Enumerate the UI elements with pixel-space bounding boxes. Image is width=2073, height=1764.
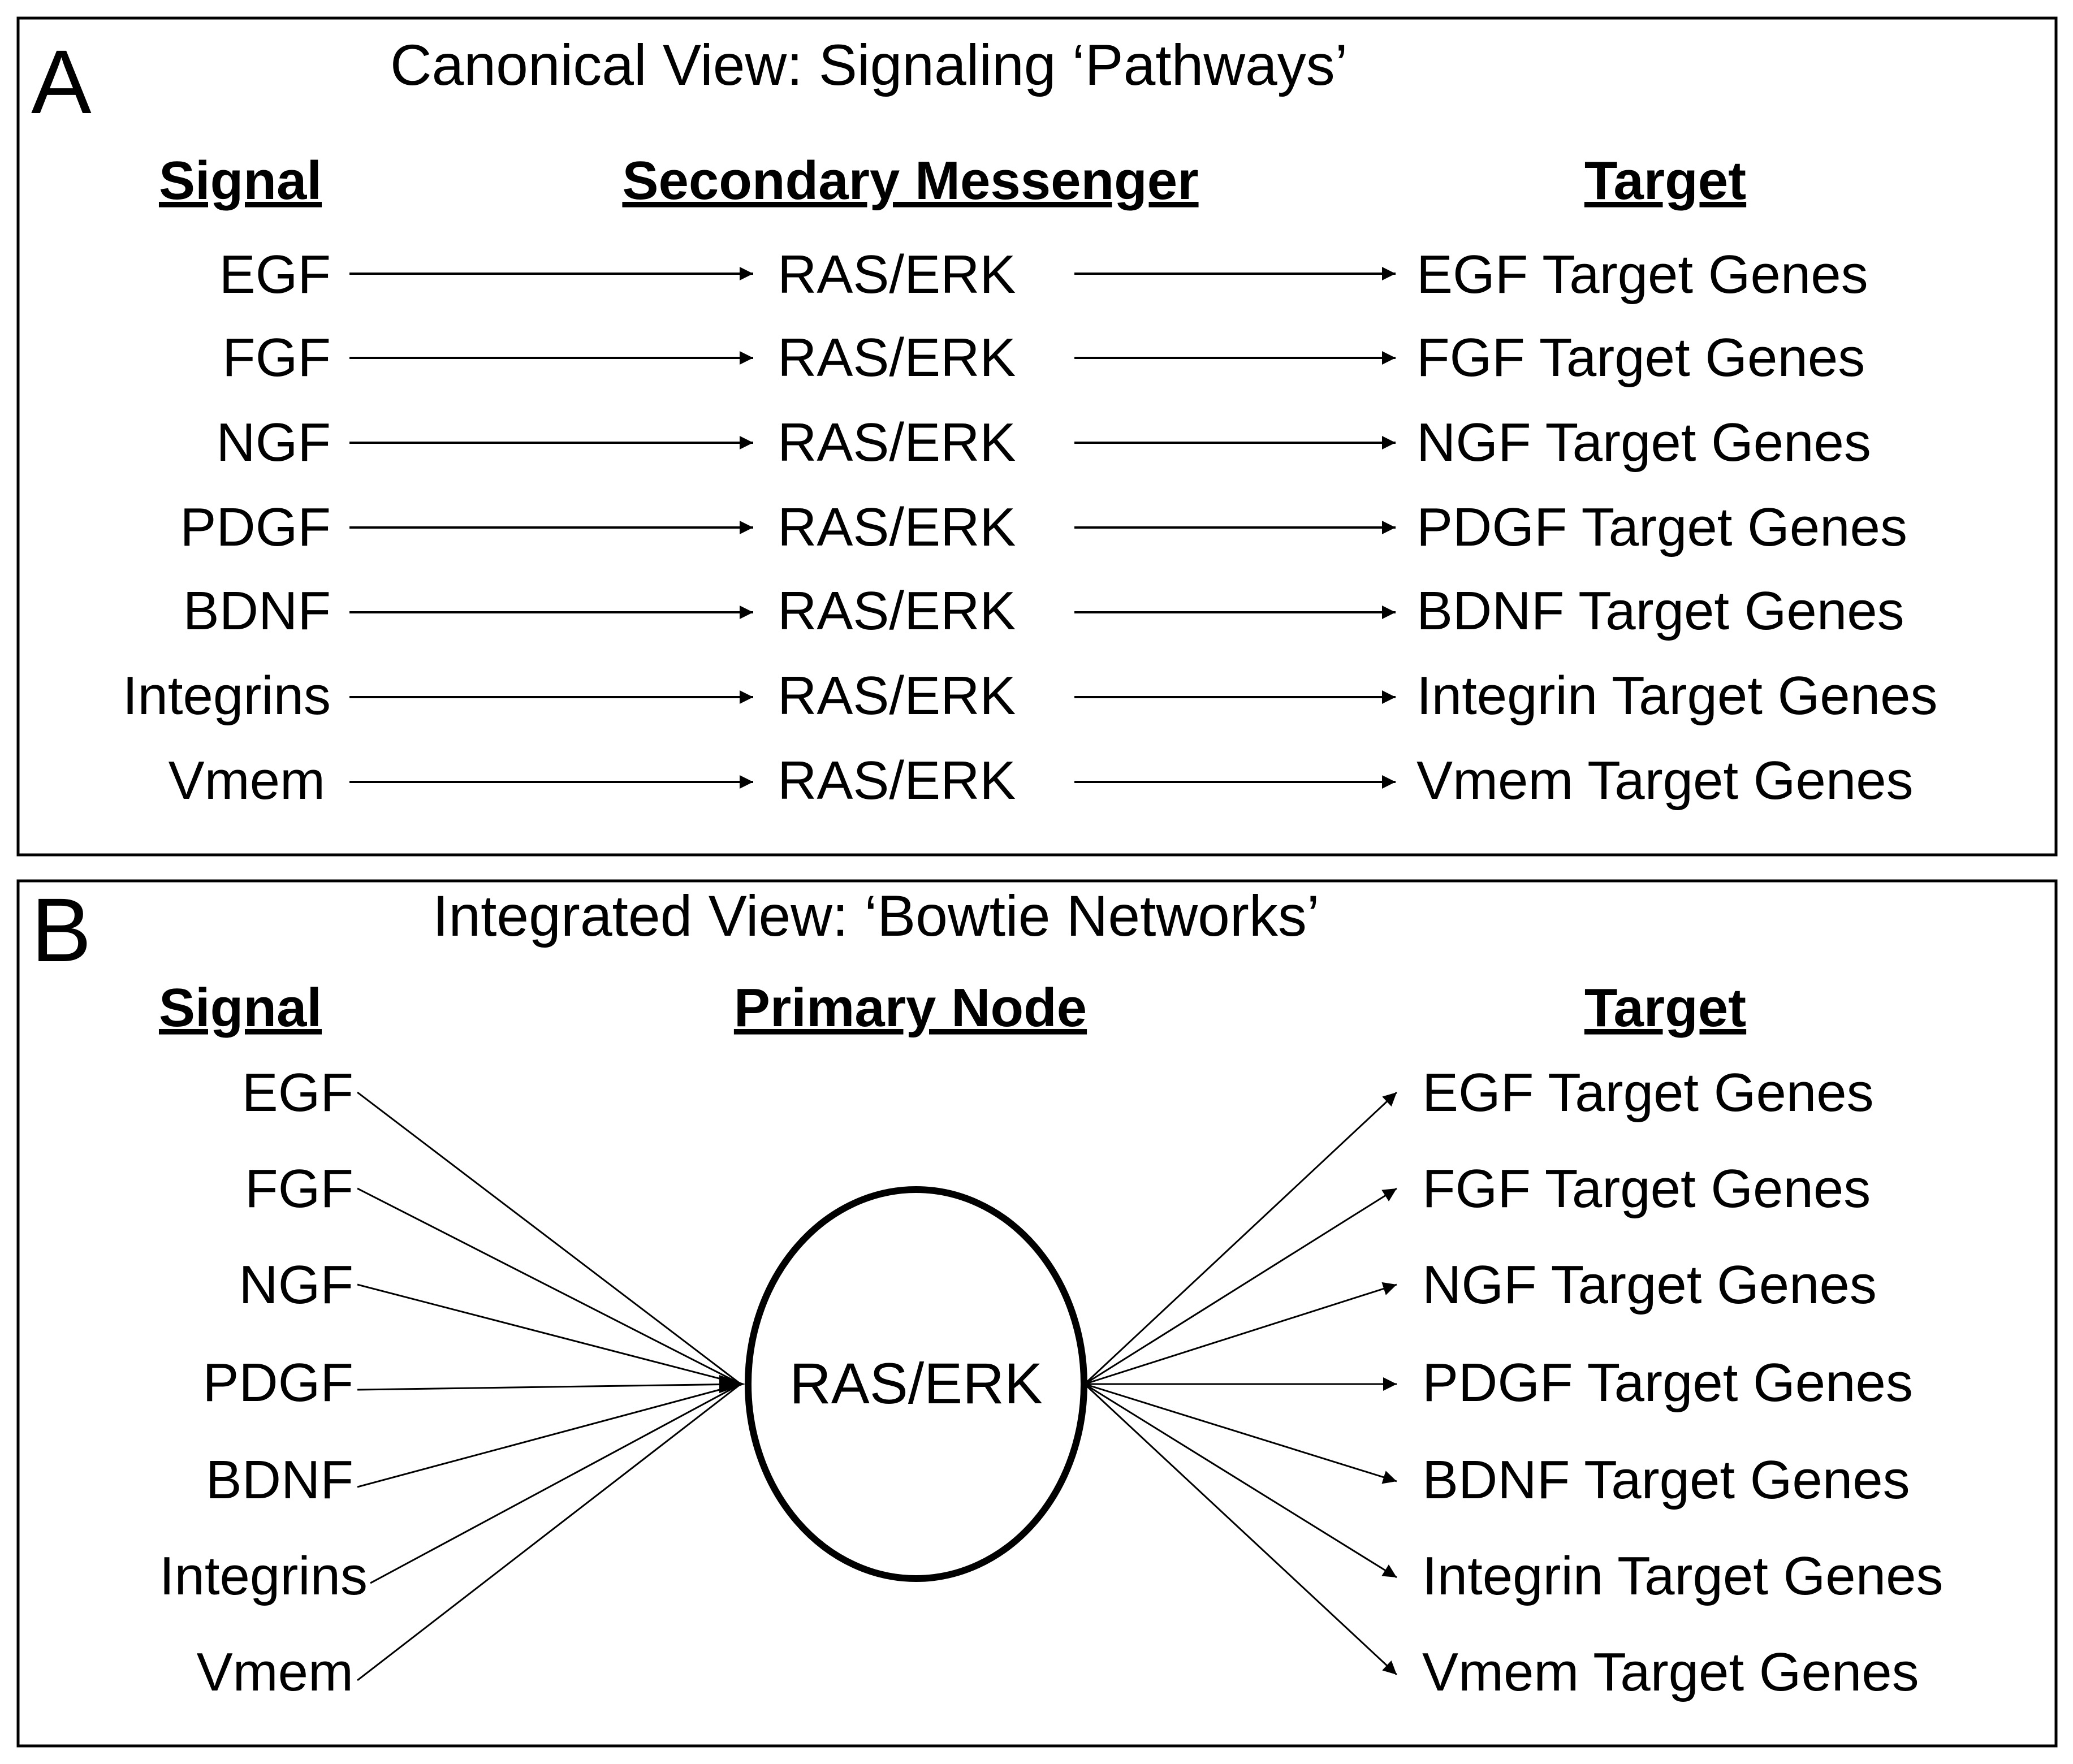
panel-b-header-target: Target	[1584, 978, 1746, 1038]
panel-a-messenger: RAS/ERK	[778, 244, 1016, 305]
panel-a-messenger: RAS/ERK	[778, 412, 1016, 473]
panel-a-target: BDNF Target Genes	[1416, 581, 1904, 641]
panel-b-out-edge	[1083, 1091, 1398, 1385]
panel-a-target: FGF Target Genes	[1416, 327, 1865, 388]
panel-b-out-edge	[1083, 1383, 1398, 1676]
panel-b-target: BDNF Target Genes	[1422, 1450, 1910, 1510]
panel-b-out-edge	[1084, 1282, 1397, 1385]
panel-b-targets: EGF Target Genes FGF Target Genes NGF Ta…	[1422, 1062, 1943, 1702]
panel-a-signal: Integrins	[123, 665, 331, 726]
panel-b-in-edge	[357, 1383, 741, 1681]
panel-a-header-messenger: Secondary Messenger	[622, 150, 1198, 211]
panel-b-target: NGF Target Genes	[1422, 1255, 1877, 1315]
panel-a-signal: FGF	[222, 327, 331, 388]
panel-a: A Canonical View: Signaling ‘Pathways’ S…	[16, 16, 2058, 857]
panel-b-target: PDGF Target Genes	[1422, 1352, 1913, 1413]
panel-a-letter: A	[31, 31, 92, 132]
panel-a-target: EGF Target Genes	[1416, 244, 1868, 305]
panel-b-header-node: Primary Node	[734, 978, 1087, 1038]
panel-b-out-edge	[1084, 1383, 1397, 1484]
primary-node-label: RAS/ERK	[789, 1351, 1043, 1416]
panel-a-messenger: RAS/ERK	[778, 327, 1016, 388]
panel-a-border	[16, 16, 2058, 857]
panel-b-signal: NGF	[239, 1255, 353, 1315]
panel-b-letter: B	[31, 879, 92, 980]
panel-b-signal: PDGF	[202, 1352, 353, 1413]
panel-b: B Integrated View: ‘Bowtie Networks’ Sig…	[16, 879, 2058, 1748]
panel-a-messenger: RAS/ERK	[778, 497, 1016, 557]
panel-b-target: EGF Target Genes	[1422, 1062, 1874, 1123]
panel-a-signal: PDGF	[180, 497, 331, 557]
panel-a-messenger: RAS/ERK	[778, 581, 1016, 641]
panel-b-in-edge	[357, 1383, 741, 1391]
panel-b-title: Integrated View: ‘Bowtie Networks’	[433, 884, 1320, 948]
panel-b-border	[16, 879, 2058, 1748]
panel-b-in-edge	[357, 1283, 741, 1385]
panel-b-signal: EGF	[242, 1062, 353, 1123]
panel-a-target: Integrin Target Genes	[1416, 665, 1937, 726]
panel-a-rows: EGF RAS/ERK EGF Target Genes FGF RAS/ERK…	[123, 244, 1938, 811]
panel-b-in-edge	[370, 1383, 741, 1584]
panel-b-header-signal: Signal	[159, 978, 322, 1038]
panel-a-signal: BDNF	[183, 581, 331, 641]
panel-b-in-edge	[357, 1091, 741, 1385]
panel-b-signal: FGF	[245, 1158, 353, 1219]
panel-b-in-edges	[357, 1091, 741, 1681]
panel-b-signal: Integrins	[159, 1546, 368, 1606]
panel-b-target: Vmem Target Genes	[1422, 1642, 1919, 1702]
panel-b-signal: BDNF	[206, 1450, 353, 1510]
panel-a-header-target: Target	[1584, 150, 1746, 211]
panel-b-in-edge	[357, 1187, 741, 1385]
panel-b-target: FGF Target Genes	[1422, 1158, 1871, 1219]
panel-a-signal: Vmem	[169, 750, 325, 811]
panel-b-signal: Vmem	[197, 1642, 353, 1702]
panel-a-target: NGF Target Genes	[1416, 412, 1871, 473]
panel-a-target: Vmem Target Genes	[1416, 750, 1914, 811]
panel-b-signals: EGF FGF NGF PDGF BDNF Integrins Vmem	[159, 1062, 368, 1702]
panel-b-out-edges	[1083, 1091, 1398, 1676]
panel-a-target: PDGF Target Genes	[1416, 497, 1907, 557]
panel-b-out-edge	[1084, 1383, 1397, 1579]
panel-a-header-signal: Signal	[159, 150, 322, 211]
primary-node-circle	[745, 1186, 1087, 1582]
panel-a-signal: NGF	[216, 412, 331, 473]
panel-b-out-edge	[1084, 1187, 1397, 1385]
panel-a-messenger: RAS/ERK	[778, 750, 1016, 811]
panel-b-in-edge	[357, 1383, 741, 1488]
convergence-arrowhead	[719, 1375, 745, 1393]
panel-a-signal: EGF	[219, 244, 331, 305]
panel-b-target: Integrin Target Genes	[1422, 1546, 1943, 1606]
panel-a-title: Canonical View: Signaling ‘Pathways’	[390, 33, 1348, 97]
panel-a-messenger: RAS/ERK	[778, 665, 1016, 726]
